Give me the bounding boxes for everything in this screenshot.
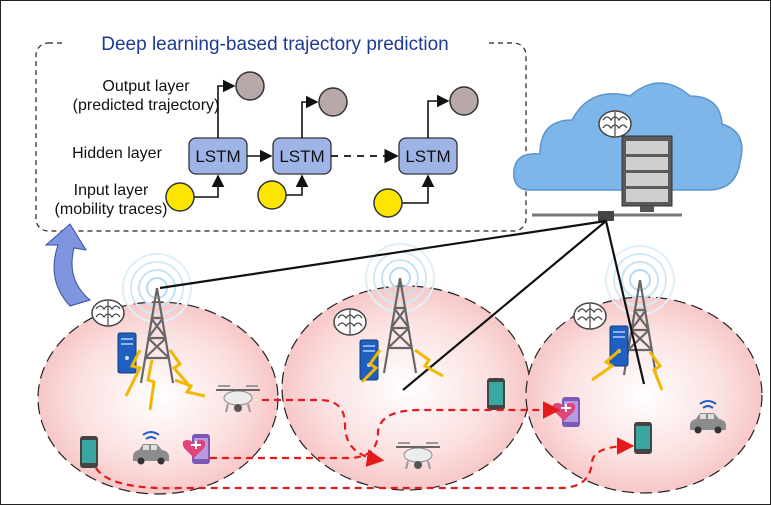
input-layer-label: Input layer xyxy=(74,182,149,199)
signal-bolts xyxy=(124,348,664,411)
cell-area xyxy=(525,296,763,494)
backhaul-link xyxy=(159,219,607,290)
server-icon xyxy=(609,325,629,367)
lstm-label: LSTM xyxy=(279,147,324,166)
output-arrow xyxy=(427,94,450,138)
output-arrow xyxy=(217,79,236,138)
input-node xyxy=(165,182,195,212)
brain-icon xyxy=(91,299,125,327)
output-layer-sublabel: (predicted trajectory) xyxy=(73,97,220,114)
brain-icon xyxy=(573,302,607,330)
brain-icon xyxy=(598,110,632,138)
backhaul-link xyxy=(402,220,607,391)
output-layer-label: Output layer xyxy=(102,78,190,95)
brain-icon xyxy=(333,308,367,336)
server-icon xyxy=(532,135,682,221)
lstm-label: LSTM xyxy=(195,147,240,166)
smartphone-icon xyxy=(634,422,652,454)
panel-title-bg xyxy=(66,34,486,54)
lstm-label: LSTM xyxy=(405,147,450,166)
output-node xyxy=(318,87,348,117)
input-node xyxy=(257,180,287,210)
input-layer-sublabel: (mobility traces) xyxy=(55,201,168,218)
cell-area xyxy=(37,301,279,495)
smartphone-icon xyxy=(487,378,505,410)
prediction-panel xyxy=(35,42,527,232)
health-phone-trajectory xyxy=(210,401,561,460)
panel-title: Deep learning-based trajectory predictio… xyxy=(101,34,448,55)
upload-arrow xyxy=(44,223,92,307)
output-arrow xyxy=(301,95,319,138)
hidden-layer-label: Hidden layer xyxy=(72,145,163,162)
mobility-trajectories xyxy=(95,398,635,490)
smartphone-icon xyxy=(80,436,98,468)
input-arrow xyxy=(286,174,309,196)
input-node xyxy=(373,188,403,218)
input-arrow xyxy=(194,174,225,198)
backhaul-link xyxy=(604,220,646,385)
output-node xyxy=(449,86,479,116)
phone-trajectory xyxy=(95,437,635,490)
drone-trajectory xyxy=(262,398,385,467)
input-arrow xyxy=(402,174,435,204)
output-node xyxy=(235,71,265,101)
